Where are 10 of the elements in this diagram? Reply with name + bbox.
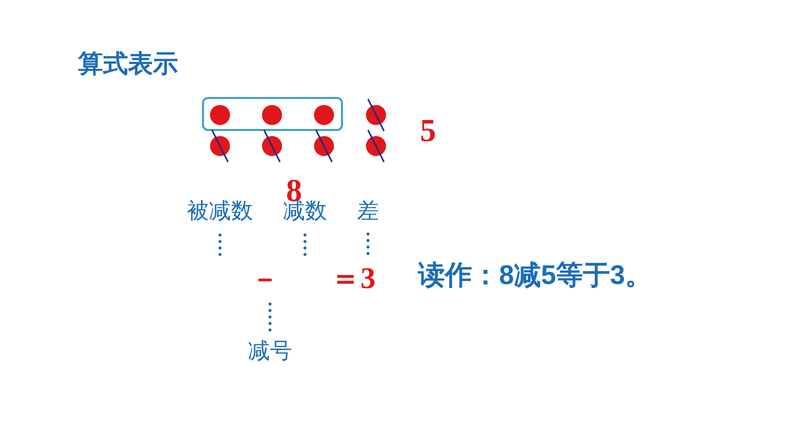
leader-line (304, 234, 306, 258)
leader-line (218, 234, 222, 258)
equation-result: ＝3 (326, 262, 380, 296)
reading-sentence: 读作：8减5等于3。 (418, 262, 652, 289)
number-label: 5 (420, 114, 436, 146)
title: 算式表示 (78, 49, 178, 80)
minus-sign: － (254, 264, 276, 294)
term-label: 被减数 (178, 196, 262, 226)
term-label: 差 (353, 196, 383, 226)
term-label: 减号 (242, 336, 298, 366)
